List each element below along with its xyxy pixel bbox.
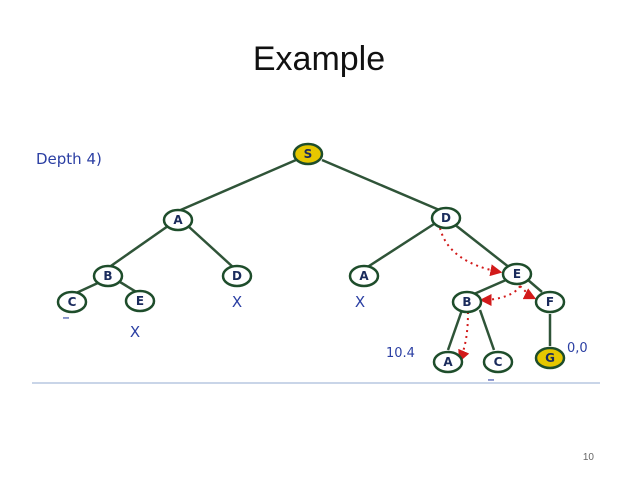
- slide-baseline: [32, 382, 600, 384]
- node-f: F: [534, 290, 566, 314]
- node-label-a2: A: [359, 269, 369, 283]
- node-label-f: F: [546, 295, 554, 309]
- edge-e1-f: [527, 279, 543, 293]
- node-label-g: G: [545, 351, 555, 365]
- edge-s-d1: [321, 158, 445, 214]
- value-a3: 10.4: [386, 346, 415, 361]
- tree-edges: [73, 158, 552, 351]
- node-a1: A: [162, 208, 194, 232]
- search-path: [439, 227, 537, 363]
- node-label-b1: B: [103, 269, 112, 283]
- node-label-a3: A: [443, 355, 453, 369]
- node-b1: B: [92, 264, 124, 288]
- node-label-c1: C: [68, 295, 77, 309]
- edge-e1-b2: [473, 278, 507, 296]
- edge-d1-a2: [365, 222, 435, 270]
- node-label-d2: D: [232, 269, 242, 283]
- value-g: 0,0: [567, 341, 588, 356]
- node-c2: C: [482, 350, 514, 374]
- node-g: G: [534, 346, 566, 370]
- node-label-e1: E: [513, 267, 521, 281]
- mark-c2: –: [487, 370, 495, 388]
- node-s: S: [292, 142, 324, 166]
- path-arrow-e1-f: [519, 285, 537, 300]
- edge-b2-a3: [446, 309, 464, 351]
- path-arrow-b2-a3: [458, 311, 470, 363]
- node-label-b2: B: [462, 295, 471, 309]
- edge-d1-e1: [453, 223, 511, 269]
- node-d1: D: [430, 206, 462, 230]
- slide-title: Example: [252, 40, 386, 78]
- node-label-d1: D: [441, 211, 451, 225]
- edge-a1-d2: [187, 225, 235, 269]
- page-number: 10: [582, 452, 594, 463]
- path-arrow-d1-e1: [439, 227, 503, 277]
- mark-d2: X: [232, 293, 242, 311]
- edge-b2-c2: [478, 309, 496, 351]
- edge-a1-b1: [107, 224, 169, 270]
- node-label-e2: E: [136, 294, 144, 308]
- edge-s-a1: [175, 158, 297, 214]
- node-label-s: S: [304, 147, 313, 161]
- node-a3: A: [432, 350, 464, 374]
- node-d2: D: [221, 264, 253, 288]
- depth-label: Depth 4): [36, 150, 102, 168]
- mark-e2: X: [130, 323, 140, 341]
- node-label-c2: C: [494, 355, 503, 369]
- mark-c1: –: [62, 308, 70, 326]
- node-e1: E: [501, 262, 533, 286]
- node-e2: E: [124, 289, 156, 313]
- node-a2: A: [348, 264, 380, 288]
- mark-a2: X: [355, 293, 365, 311]
- node-label-a1: A: [173, 213, 183, 227]
- node-b2: B: [451, 290, 483, 314]
- node-c1: C: [56, 290, 88, 314]
- path-arrow-e1-b2: [479, 285, 521, 306]
